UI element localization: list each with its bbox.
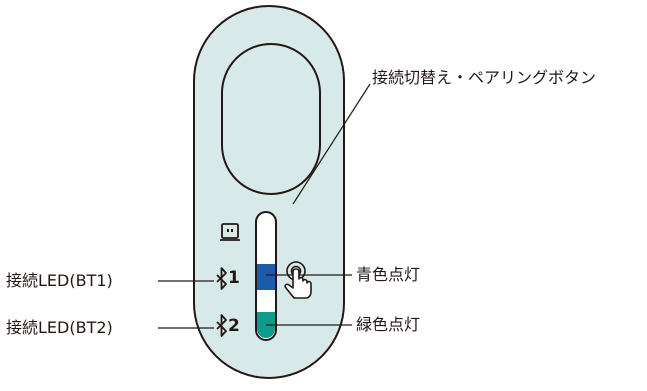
blue-led-label: 青色点灯 xyxy=(356,265,421,284)
receiver-icon xyxy=(220,223,240,241)
bt2-led-label: 接続LED(BT2) xyxy=(6,318,113,337)
bt1-led-label: 接続LED(BT1) xyxy=(6,271,113,290)
press-button-icon xyxy=(284,261,312,299)
led-bt1-blue xyxy=(257,264,275,290)
pairing-button-label: 接続切替え・ペアリングボタン xyxy=(372,68,597,87)
bt2-number: 2 xyxy=(228,316,240,336)
green-led-label: 緑色点灯 xyxy=(356,315,421,334)
bt2-mark: 2 xyxy=(226,316,240,336)
button-leader-line xyxy=(292,83,371,205)
bt1-mark: 1 xyxy=(226,268,240,288)
bluetooth-icon xyxy=(216,267,227,290)
bluetooth-icon xyxy=(216,314,227,337)
sensor-window xyxy=(221,43,321,195)
bt1-number: 1 xyxy=(228,268,240,288)
